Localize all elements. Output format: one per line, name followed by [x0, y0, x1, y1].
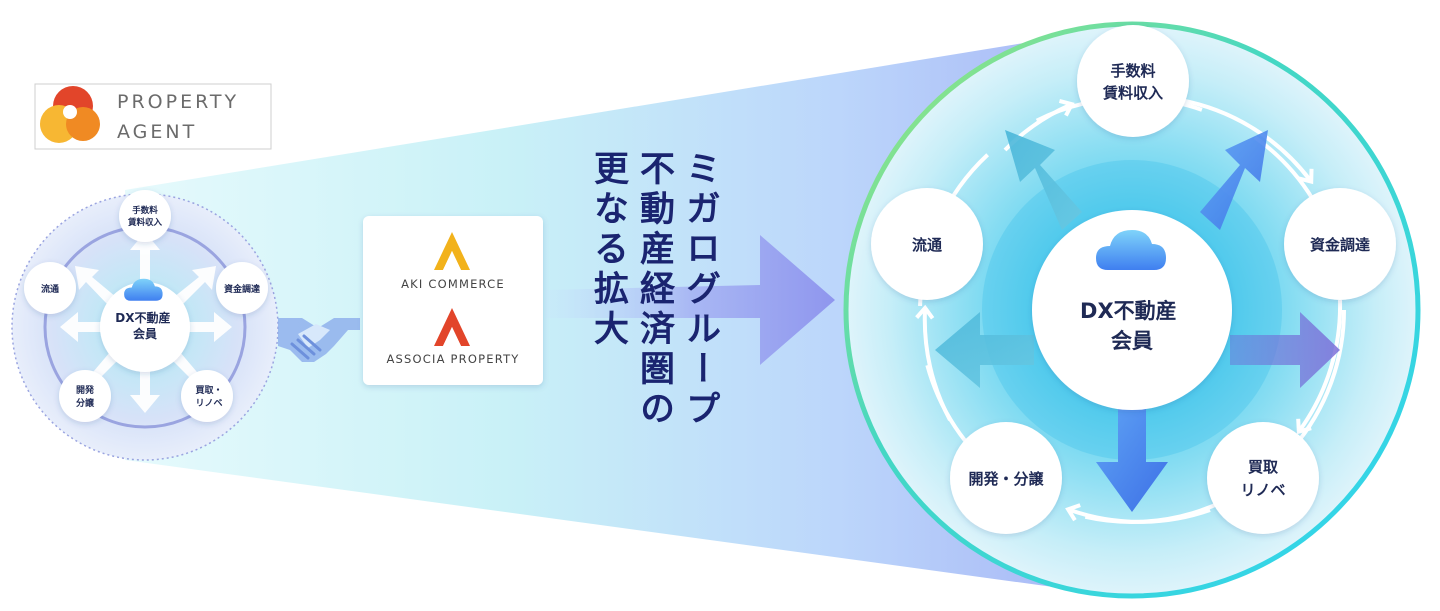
- large-cycle-arrows: [915, 98, 1343, 524]
- logo-line2: AGENT: [117, 121, 197, 143]
- svg-text:買取・リノベ: 買取・リノベ: [195, 385, 222, 409]
- large-node-funding: 資金調達: [1284, 188, 1396, 300]
- handshake-icon: [278, 318, 360, 362]
- cloud-icon: [1096, 230, 1166, 270]
- small-node-renovation: 買取・リノベ: [181, 370, 233, 422]
- associa-property-logo-icon: [434, 308, 470, 346]
- svg-text:資金調達: 資金調達: [1310, 236, 1370, 254]
- svg-text:資金調達: 資金調達: [224, 283, 260, 295]
- large-center-label: DX不動産 会員: [1080, 299, 1184, 353]
- small-node-fees: 手数料賃料収入: [119, 190, 171, 242]
- logo-line1: PROPERTY: [117, 91, 239, 113]
- headline-line1: ミガログループ: [680, 150, 720, 430]
- large-node-renovation: 買取リノベ: [1207, 422, 1319, 534]
- svg-text:開発分譲: 開発分譲: [76, 384, 95, 409]
- small-node-development: 開発分譲: [59, 370, 111, 422]
- small-node-funding: 資金調達: [216, 262, 268, 314]
- large-radiating-arrows: [935, 130, 1340, 512]
- svg-text:開発・分譲: 開発・分譲: [968, 470, 1044, 488]
- small-node-distribution: 流通: [24, 262, 76, 314]
- headline-line3: 更なる拡大: [588, 150, 628, 350]
- svg-text:手数料賃料収入: 手数料賃料収入: [1102, 62, 1163, 102]
- large-node-distribution: 流通: [871, 188, 983, 300]
- svg-text:買取リノベ: 買取リノベ: [1240, 458, 1285, 499]
- expansion-arrow: [545, 235, 835, 365]
- svg-text:手数料賃料収入: 手数料賃料収入: [127, 205, 163, 228]
- svg-text:流通: 流通: [41, 283, 59, 295]
- large-node-fees: 手数料賃料収入: [1077, 25, 1189, 137]
- small-cycle: DX不動産 会員 手数料賃料収入 資金調達 買取・リノベ 開発分譲 流通: [11, 190, 279, 461]
- svg-text:流通: 流通: [912, 236, 942, 254]
- associa-property-label: ASSOCIA PROPERTY: [386, 352, 519, 366]
- aki-commerce-logo-icon: [434, 232, 470, 270]
- cloud-icon: [124, 278, 163, 301]
- aki-commerce-label: AKI COMMERCE: [401, 277, 505, 291]
- logo-mark-icon: [40, 86, 100, 143]
- property-agent-logo: PROPERTY AGENT: [34, 83, 272, 150]
- headline-line2: 不動産経済圏の: [634, 150, 674, 430]
- partners-card: AKI COMMERCE ASSOCIA PROPERTY: [363, 216, 543, 385]
- large-node-development: 開発・分譲: [950, 422, 1062, 534]
- large-cycle: DX不動産 会員 手数料賃料収入 資金調達 買取リノベ 開発・分譲 流通: [843, 21, 1421, 599]
- small-center-label: DX不動産 会員: [115, 310, 174, 341]
